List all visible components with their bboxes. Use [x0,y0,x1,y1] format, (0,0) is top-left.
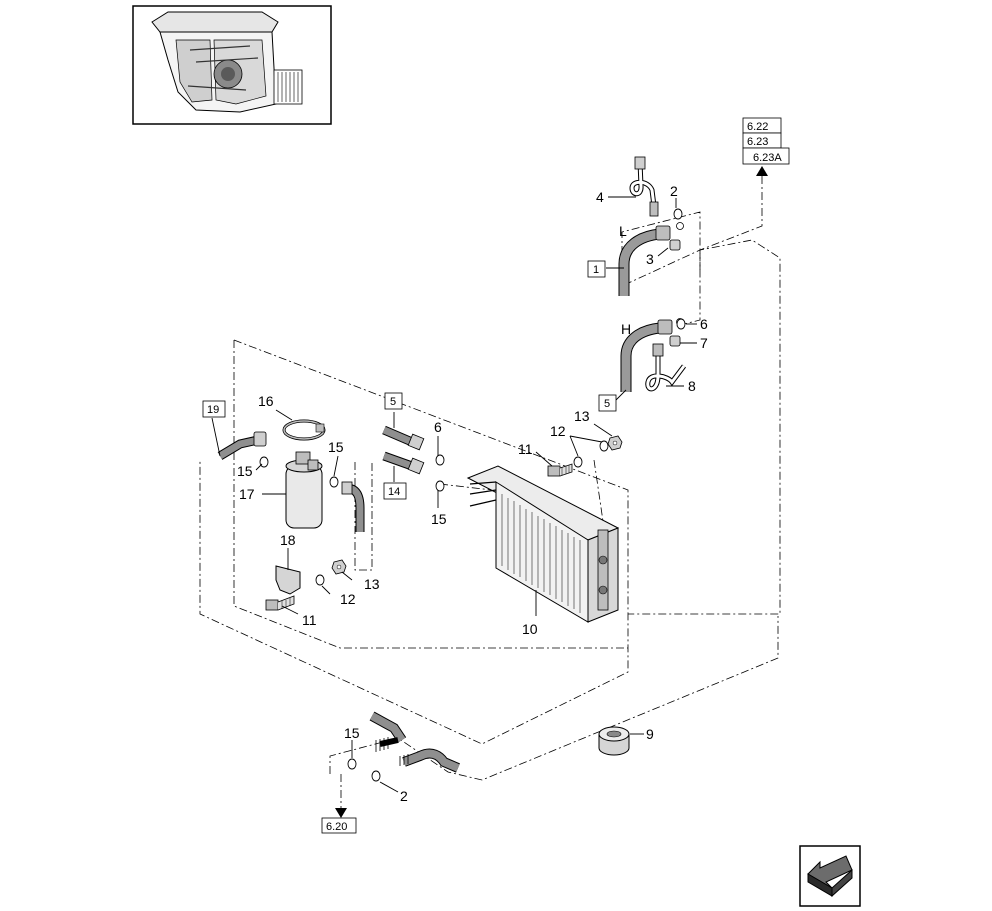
hose-14 [382,451,425,475]
callout-11-left[interactable]: 11 [302,612,317,628]
arrow-down-to-6.20 [335,808,347,818]
callout-12-right[interactable]: 12 [550,423,566,439]
hose-bottom-upper [369,711,407,752]
callout-16[interactable]: 16 [258,393,274,409]
previous-page-arrow-icon[interactable] [799,845,861,907]
callout-4[interactable]: 4 [596,189,604,205]
fitting-H [657,318,684,347]
callout-5-box-mid[interactable]: 5 [384,392,403,410]
callout-10[interactable]: 10 [522,621,538,637]
o-ring-2-bottom [371,770,381,782]
callout-12-left[interactable]: 12 [340,591,356,607]
arrow-up-to-6.23A [756,166,768,176]
callout-1-box[interactable]: 1 [587,260,606,278]
callout-H[interactable]: H [621,321,631,337]
reference-box-6.22[interactable]: 6.22 [742,117,782,134]
callout-9[interactable]: 9 [646,726,654,742]
callout-3[interactable]: 3 [646,251,654,267]
callout-8[interactable]: 8 [688,378,696,394]
hose-1 [618,228,661,296]
callout-19-box[interactable]: 19 [202,400,226,418]
callout-18[interactable]: 18 [280,532,296,548]
callout-6-top[interactable]: 6 [700,316,708,332]
pipe-elbow-drier [341,481,365,532]
svg-text:6.23: 6.23 [747,136,768,148]
bracket-18 [275,565,301,595]
washer-12-left [315,574,325,586]
hose-19 [217,431,267,460]
svg-text:19: 19 [207,404,219,416]
svg-text:1: 1 [593,264,599,276]
washer-12-right [573,456,583,468]
svg-text:5: 5 [604,398,610,410]
cab-overview-thumbnail[interactable] [132,5,332,125]
svg-text:5: 5 [390,396,396,408]
reference-box-6.23[interactable]: 6.23 [742,132,782,149]
svg-text:14: 14 [388,486,400,498]
receiver-drier-17 [285,451,323,529]
hose-5-upper [620,322,661,392]
pipe-4 [629,156,659,217]
callout-L[interactable]: L [619,223,627,239]
fitting-L [655,222,684,251]
clamp-16 [282,419,326,441]
o-ring-6-mid [435,454,445,466]
svg-text:6.22: 6.22 [747,121,768,133]
callout-2-bottom[interactable]: 2 [400,788,408,804]
callout-2-top[interactable]: 2 [670,183,678,199]
o-ring-15-mid [435,480,445,492]
o-ring-6-top [676,318,686,330]
o-ring-15-bottom [347,758,357,770]
hose-5-mid [382,425,425,451]
evaporator-core-10 [466,465,620,623]
callout-13-right[interactable]: 13 [574,408,590,424]
bolt-11-left [265,595,295,611]
callout-14-box[interactable]: 14 [383,482,407,500]
connection-lines [199,176,781,812]
reference-box-6.20[interactable]: 6.20 [321,817,357,834]
o-ring-15-drier-right [329,476,339,488]
callout-13-left[interactable]: 13 [364,576,380,592]
callout-15-bottom[interactable]: 15 [344,725,360,741]
pipe-8 [645,343,686,392]
leader-lines [211,196,697,793]
washer-12-right-b [599,440,609,452]
callout-17[interactable]: 17 [239,486,255,502]
svg-text:6.20: 6.20 [326,821,347,833]
nut-13-left [331,559,347,575]
callout-5-box-right[interactable]: 5 [598,394,617,412]
o-ring-2-top [673,208,683,220]
o-ring-15-drier-left [259,456,269,468]
reference-box-6.23A[interactable]: 6.23A [742,147,790,165]
callout-15-drier-right[interactable]: 15 [328,439,344,455]
callout-6-mid[interactable]: 6 [434,419,442,435]
callout-15-mid[interactable]: 15 [431,511,447,527]
svg-text:6.23A: 6.23A [753,152,782,164]
callout-15-drier-left[interactable]: 15 [237,463,253,479]
bolt-11-right [547,463,573,477]
nut-13-right [607,435,623,451]
callout-11-right[interactable]: 11 [518,441,533,457]
hose-bottom-lower [399,748,460,773]
callout-7[interactable]: 7 [700,335,708,351]
grommet-9 [598,726,630,756]
